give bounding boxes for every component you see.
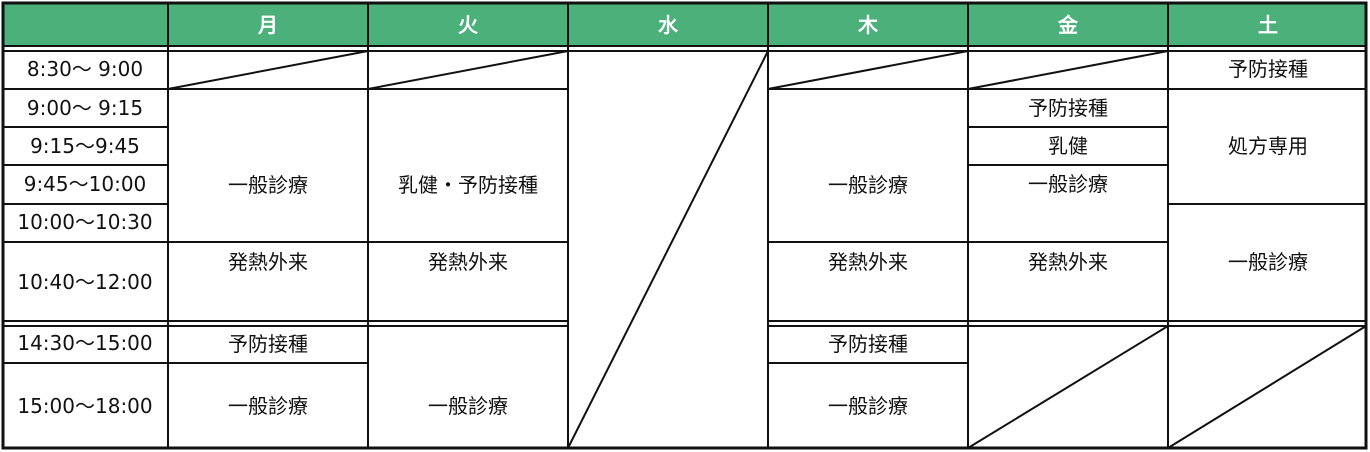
time-slot-0945: 9:45〜10:00 <box>24 172 147 196</box>
sat-prescription-only: 処方専用 <box>1228 134 1308 158</box>
column-tue: 乳健・予防接種 発熱外来 一般診療 <box>398 173 538 418</box>
column-sat: 予防接種 処方専用 一般診療 <box>1228 57 1308 274</box>
mon-general-pm: 一般診療 <box>228 394 308 418</box>
tue-fever-clinic: 発熱外来 <box>428 250 508 274</box>
header-row: 月 火 水 木 金 土 <box>3 3 1366 47</box>
closed-slash-thu-0830 <box>767 50 969 90</box>
thu-vaccination-pm: 予防接種 <box>828 332 908 356</box>
column-thu: 一般診療 発熱外来 予防接種 一般診療 <box>828 173 908 418</box>
mon-fever-clinic: 発熱外来 <box>228 250 308 274</box>
header-day-fri: 金 <box>1057 13 1079 37</box>
time-slot-1430: 14:30〜15:00 <box>17 331 152 355</box>
header-day-wed: 水 <box>658 13 679 37</box>
column-mon: 一般診療 発熱外来 予防接種 一般診療 <box>228 173 308 418</box>
thu-general-pm: 一般診療 <box>828 394 908 418</box>
sat-vaccination: 予防接種 <box>1228 57 1308 81</box>
time-slot-1000: 10:00〜10:30 <box>17 210 152 234</box>
fri-fever-clinic: 発熱外来 <box>1028 250 1108 274</box>
sat-general: 一般診療 <box>1228 250 1308 274</box>
fri-vaccination: 予防接種 <box>1028 96 1108 120</box>
tue-infant-checkup-vaccination: 乳健・予防接種 <box>398 173 538 197</box>
time-slot-0830: 8:30〜 9:00 <box>27 57 143 81</box>
fri-infant-checkup: 乳健 <box>1048 134 1088 158</box>
closed-slash-wed <box>567 50 769 449</box>
header-day-mon: 月 <box>257 13 278 37</box>
tue-general-pm: 一般診療 <box>428 394 508 418</box>
time-slot-1500: 15:00〜18:00 <box>17 394 152 418</box>
time-slot-1040: 10:40〜12:00 <box>17 270 152 294</box>
thu-fever-clinic: 発熱外来 <box>828 250 908 274</box>
time-column: 8:30〜 9:00 9:00〜 9:15 9:15〜9:45 9:45〜10:… <box>17 57 152 418</box>
fri-general: 一般診療 <box>1028 172 1108 196</box>
column-fri: 予防接種 乳健 一般診療 発熱外来 <box>1028 96 1108 274</box>
closed-slash-fri-pm <box>967 325 1169 449</box>
mon-vaccination-pm: 予防接種 <box>228 332 308 356</box>
mon-general-morning: 一般診療 <box>228 173 308 197</box>
time-slot-0915: 9:15〜9:45 <box>30 134 140 158</box>
closed-slash-fri-0830 <box>967 50 1169 90</box>
closed-slash-sat-pm <box>1167 325 1367 449</box>
header-day-tue: 火 <box>458 13 479 37</box>
header-background <box>3 3 1366 47</box>
header-day-sat: 土 <box>1258 13 1278 37</box>
closed-slash-mon-0830 <box>167 50 369 90</box>
thu-general-morning: 一般診療 <box>828 173 908 197</box>
closed-slash-tue-0830 <box>367 50 569 90</box>
time-slot-0900: 9:00〜 9:15 <box>27 96 143 120</box>
header-day-thu: 木 <box>857 13 879 37</box>
